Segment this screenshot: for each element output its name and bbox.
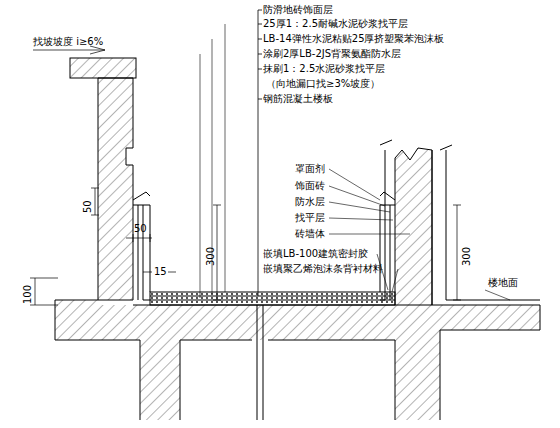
layer-label: 楼地面 xyxy=(488,277,518,289)
layer-label: 罩面剂 xyxy=(295,163,325,175)
dimension-text: 50 xyxy=(82,200,94,213)
dimension-text: 300 xyxy=(205,247,217,266)
layer-leaders xyxy=(200,24,225,298)
layer-label: 找坡坡度 i≥6% xyxy=(33,36,103,48)
layer-label: 25厚1：2.5耐碱水泥砂浆找平层 xyxy=(263,18,408,30)
right-wall xyxy=(395,148,432,305)
layer-label: （向地漏口找≥3%坡度） xyxy=(266,78,380,90)
right-wall-break xyxy=(380,140,392,205)
floor-slab xyxy=(55,300,540,420)
dimension-line xyxy=(126,234,152,242)
layer-label: 找平层 xyxy=(295,212,325,224)
right-wall-lining xyxy=(380,192,395,300)
layer-label: 涂刷2厚LB-2JS背聚氨酯防水层 xyxy=(263,48,401,60)
parapet-cap xyxy=(70,58,136,78)
layer-label: 抹刷1：2.5水泥砂浆找平层 xyxy=(263,63,385,75)
dimension-text: 100 xyxy=(22,285,34,304)
dimension-text: 15 xyxy=(154,266,167,278)
layer-label: LB-14弹性水泥粘贴25厚挤塑聚苯泡沫板 xyxy=(263,33,445,45)
layer-label: 钢筋混凝土楼板 xyxy=(263,93,333,105)
dimension-text: 50 xyxy=(134,223,147,235)
left-wall xyxy=(98,78,133,300)
layer-label: 防滑地砖饰面层 xyxy=(263,4,333,16)
dimension-text: 300 xyxy=(461,247,473,266)
dimension-line xyxy=(30,278,58,305)
dimension-line xyxy=(453,205,461,300)
layer-label: 防水层 xyxy=(295,196,325,208)
wall-layer-leaders xyxy=(329,169,410,234)
drain-pipe xyxy=(257,305,263,420)
layer-leader xyxy=(258,10,262,296)
slab-hatch xyxy=(55,300,540,420)
layer-label: 饰面砖 xyxy=(295,180,325,192)
layer-label: 砖墙体 xyxy=(295,228,325,240)
slope-arrow xyxy=(33,46,105,54)
gutter-layer-lines xyxy=(150,296,395,300)
gutter-floor-layers xyxy=(150,292,395,305)
layer-label: 嵌填聚乙烯泡沫条背衬材料 xyxy=(263,263,383,275)
right-wall-finish xyxy=(432,145,452,305)
floor-leader xyxy=(485,290,510,300)
left-wall-lining xyxy=(133,192,150,300)
layer-label: 嵌填LB-100建筑密封胶 xyxy=(263,248,368,260)
